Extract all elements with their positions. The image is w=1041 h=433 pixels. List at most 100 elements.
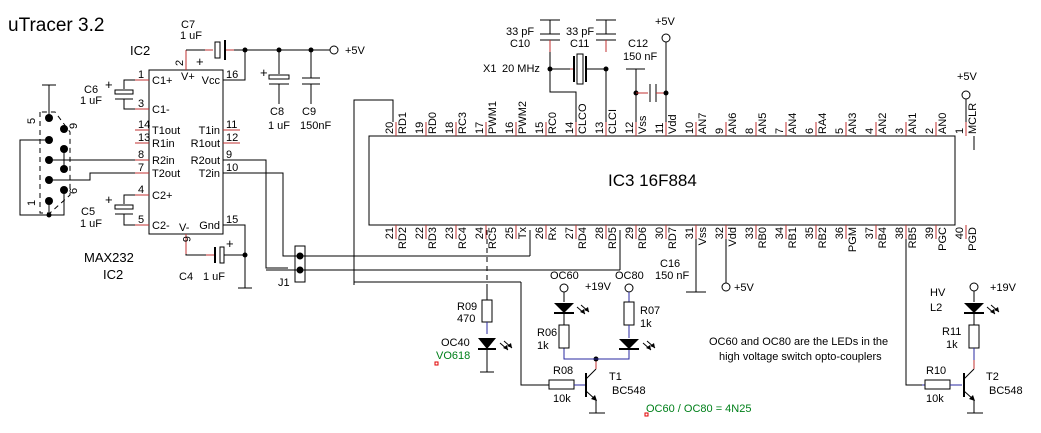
- supply-5v-bottom: +5V: [734, 282, 755, 294]
- ic3-pin-num: 27: [564, 227, 576, 239]
- ic3-pin-name: Vss: [697, 227, 709, 246]
- note-part: OC60 / OC80 = 4N25: [646, 403, 751, 415]
- ic3-pin-num: 18: [444, 122, 456, 134]
- resistor-r10: R10 10k: [924, 365, 962, 405]
- ic2-pin-name: C1+: [152, 75, 173, 87]
- terminal-5v-bottom: [721, 282, 731, 292]
- c10-value: 33 pF: [506, 26, 534, 38]
- transistor-t2: T2 BC548: [963, 360, 1023, 414]
- ic3-pin-name: RA4: [817, 113, 829, 134]
- ic3-pin-name: RB0: [757, 227, 769, 248]
- c6-value: 1 uF: [80, 95, 102, 107]
- ic2-pin-num: 11: [226, 119, 237, 131]
- db9-pin-5: 5: [26, 118, 38, 124]
- t1-part: BC548: [612, 385, 646, 397]
- ic3-pin-num: 22: [414, 227, 426, 239]
- ic2-pin-num: 13: [138, 132, 150, 144]
- capacitor-c8: + C8 1 uF: [260, 50, 290, 132]
- ic3-pin-num: 10: [684, 122, 696, 134]
- ic2-pin-num: 14: [138, 119, 150, 131]
- ic3-pin-num: 9: [714, 128, 726, 134]
- ic3-pin-name: AN0: [937, 113, 949, 134]
- ic3-pin-num: 33: [744, 227, 756, 239]
- oc60-ref: OC60: [550, 270, 579, 282]
- r09-ref: R09: [457, 301, 477, 313]
- c9-value: 150nF: [300, 120, 331, 132]
- ic2-pin-name: T1in: [199, 125, 220, 137]
- ic3-pin-num: 38: [894, 227, 906, 239]
- hv-sub: L2: [930, 302, 942, 314]
- ic3-pin-name: RD3: [427, 227, 439, 249]
- ic3-pin-name: PGC: [937, 227, 949, 251]
- ic3-pin-name: RD5: [607, 227, 619, 249]
- ic3-pin-name: Vss: [637, 115, 649, 134]
- ic2-pin-2-name: V+: [181, 71, 195, 83]
- ic3-pin-num: 13: [594, 122, 606, 134]
- ic3-pin-name: AN2: [877, 113, 889, 134]
- ic2-ref: IC2: [130, 43, 150, 58]
- supply-5v-ic2: +5V: [345, 45, 366, 57]
- ic2-pin-num: 16: [226, 69, 238, 81]
- resistor-r07: R07 1k: [623, 301, 660, 338]
- ic3-pin-name: RD0: [427, 112, 439, 134]
- ic2-pin-2-num: 2: [174, 60, 186, 66]
- ic3-label: IC3 16F884: [608, 171, 697, 190]
- ic3-pin-name: AN1: [907, 113, 919, 134]
- terminal-5v-vdd: [661, 33, 671, 43]
- terminal-5v-mclr: [961, 90, 971, 100]
- db9-pin-1: 1: [26, 200, 38, 206]
- ic3-pin-name: RC3: [457, 112, 469, 134]
- c9-ref: C9: [302, 106, 316, 118]
- ic2-pin-name: R1in: [152, 138, 175, 150]
- ic3-pin-name: RB4: [877, 227, 889, 248]
- c4-value: 1 uF: [203, 271, 225, 283]
- crystal-x1: X1 20 MHz: [483, 53, 609, 122]
- ic3-pin-name: RD7: [667, 227, 679, 249]
- transistor-t1: T1 BC548: [585, 360, 646, 414]
- ic3-pin-num: 6: [804, 128, 816, 134]
- ic2-pin-name: Gnd: [199, 220, 220, 232]
- db9-connector: 5 9 6 1: [19, 84, 135, 218]
- r10-value: 10k: [926, 393, 944, 405]
- x1-ref: X1: [483, 63, 496, 75]
- led-oc80: OC80: [615, 270, 656, 351]
- capacitor-c5: + C5 1 uF: [80, 192, 135, 230]
- ic3-pin-name: RD1: [397, 112, 409, 134]
- ic3-pin-num: 39: [924, 227, 936, 239]
- capacitor-c11: 33 pF C11: [566, 19, 616, 52]
- c7-value: 1 uF: [180, 30, 202, 42]
- ic2-pin-num: 5: [138, 214, 144, 226]
- note-line-1: OC60 and OC80 are the LEDs in the: [709, 336, 888, 348]
- svg-text:+: +: [105, 77, 113, 92]
- ic3-pin-num: 29: [624, 227, 636, 239]
- ic3-pin-name: RC4: [457, 227, 469, 249]
- resistor-r08: R08 10k: [548, 365, 586, 405]
- ic3-pin-name: Tx: [517, 227, 529, 240]
- ic3-pin-num: 25: [504, 227, 516, 239]
- ic3-pin-num: 30: [654, 227, 666, 239]
- ic3-pin-num: 37: [864, 227, 876, 239]
- ic2-body: [148, 69, 224, 235]
- c10-ref: C10: [510, 38, 530, 50]
- capacitor-c6: + C6 1 uF: [80, 77, 135, 110]
- ic3-pin-name: PGD: [967, 227, 979, 251]
- oc80-ref: OC80: [615, 270, 644, 282]
- ic3-pin-name: RD2: [397, 227, 409, 249]
- ic2-pin-name: T1out: [152, 125, 180, 137]
- ic3-pin-name: Vdd: [667, 114, 679, 134]
- r09-value: 470: [457, 313, 475, 325]
- r11-value: 1k: [946, 339, 958, 351]
- supply-5v-vdd: +5V: [655, 16, 676, 28]
- resistor-r09: R09 470: [457, 285, 493, 334]
- svg-text:+: +: [226, 236, 234, 251]
- c5-value: 1 uF: [80, 218, 102, 230]
- ic3-pin-num: 19: [414, 122, 426, 134]
- ic2-part: MAX232: [84, 250, 134, 265]
- r08-ref: R08: [553, 365, 573, 377]
- c6-ref: C6: [84, 84, 98, 96]
- ic2-pin-name: Vcc: [202, 75, 221, 87]
- t2-ref: T2: [986, 371, 999, 383]
- r10-ref: R10: [926, 365, 946, 377]
